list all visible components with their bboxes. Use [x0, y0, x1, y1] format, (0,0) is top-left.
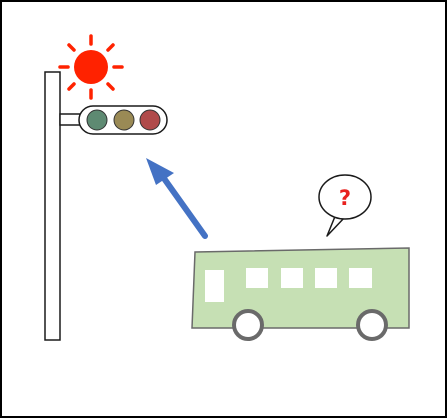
arrow-icon: [146, 158, 205, 236]
bus-wheel-rear: [358, 311, 386, 339]
question-mark: ?: [339, 186, 351, 210]
signal-arm: [60, 114, 80, 125]
signal-pole: [45, 72, 60, 340]
signal-lamp-yellow: [114, 110, 134, 130]
bus-icon: [192, 248, 409, 339]
bus-window: [281, 268, 303, 288]
sun-ray: [108, 84, 113, 89]
bus-wheel-front: [234, 311, 262, 339]
sun-ray: [108, 45, 113, 50]
bus-door: [205, 270, 224, 302]
sun-ray: [69, 84, 74, 89]
speech-bubble-icon: ?: [319, 175, 371, 236]
sun-icon: [60, 36, 122, 98]
sun-disc: [74, 50, 108, 84]
bus-window: [349, 268, 372, 288]
traffic-signal-icon: [45, 72, 167, 340]
sun-ray: [69, 45, 74, 50]
arrow-shaft: [163, 177, 205, 236]
arrow-head: [146, 158, 174, 185]
signal-lamp-green: [87, 110, 107, 130]
bus-window: [315, 268, 337, 288]
bus-window: [246, 268, 268, 288]
signal-lamp-red: [140, 110, 160, 130]
